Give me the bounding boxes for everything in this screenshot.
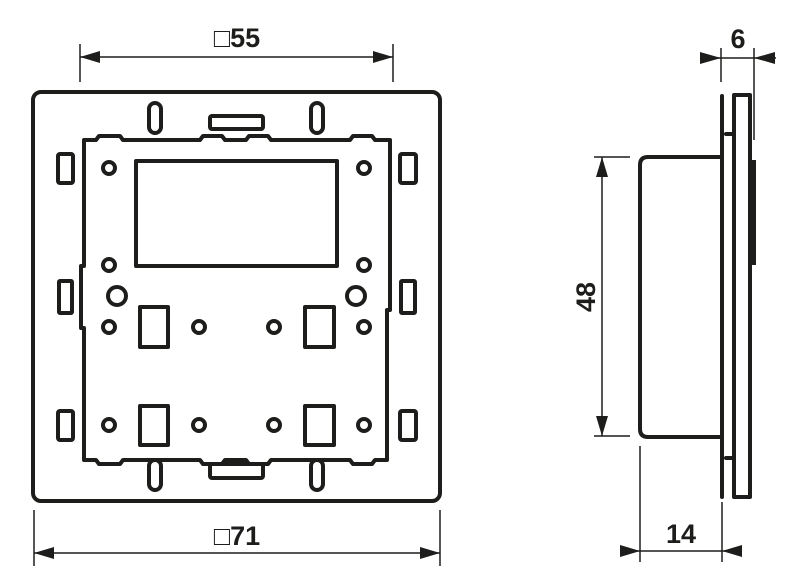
dimension-6-label: 6 (730, 24, 745, 54)
dimension-55: □55 (79, 23, 394, 82)
side-slots (56, 152, 418, 442)
side-view: 48 14 6 (571, 24, 776, 562)
housing-body (638, 155, 723, 439)
dimension-71: □71 (33, 510, 441, 566)
dimension-6: 6 (700, 24, 776, 140)
outer-frame (31, 90, 442, 503)
dimension-14-label: 14 (666, 519, 696, 549)
dimension-71-label: □71 (214, 521, 260, 551)
square-openings (138, 305, 336, 447)
dimension-48: 48 (571, 156, 630, 437)
dimension-14: 14 (620, 446, 742, 562)
oval-slots (147, 101, 325, 492)
dimension-48-label: 48 (571, 282, 601, 312)
screw-holes (101, 160, 372, 433)
front-view: □55 □71 (31, 23, 442, 566)
dimension-55-label: □55 (214, 23, 260, 53)
front-plate (732, 93, 752, 499)
display-cutout (134, 159, 339, 268)
button-rocker (751, 160, 756, 265)
mounting-plate (79, 134, 392, 466)
